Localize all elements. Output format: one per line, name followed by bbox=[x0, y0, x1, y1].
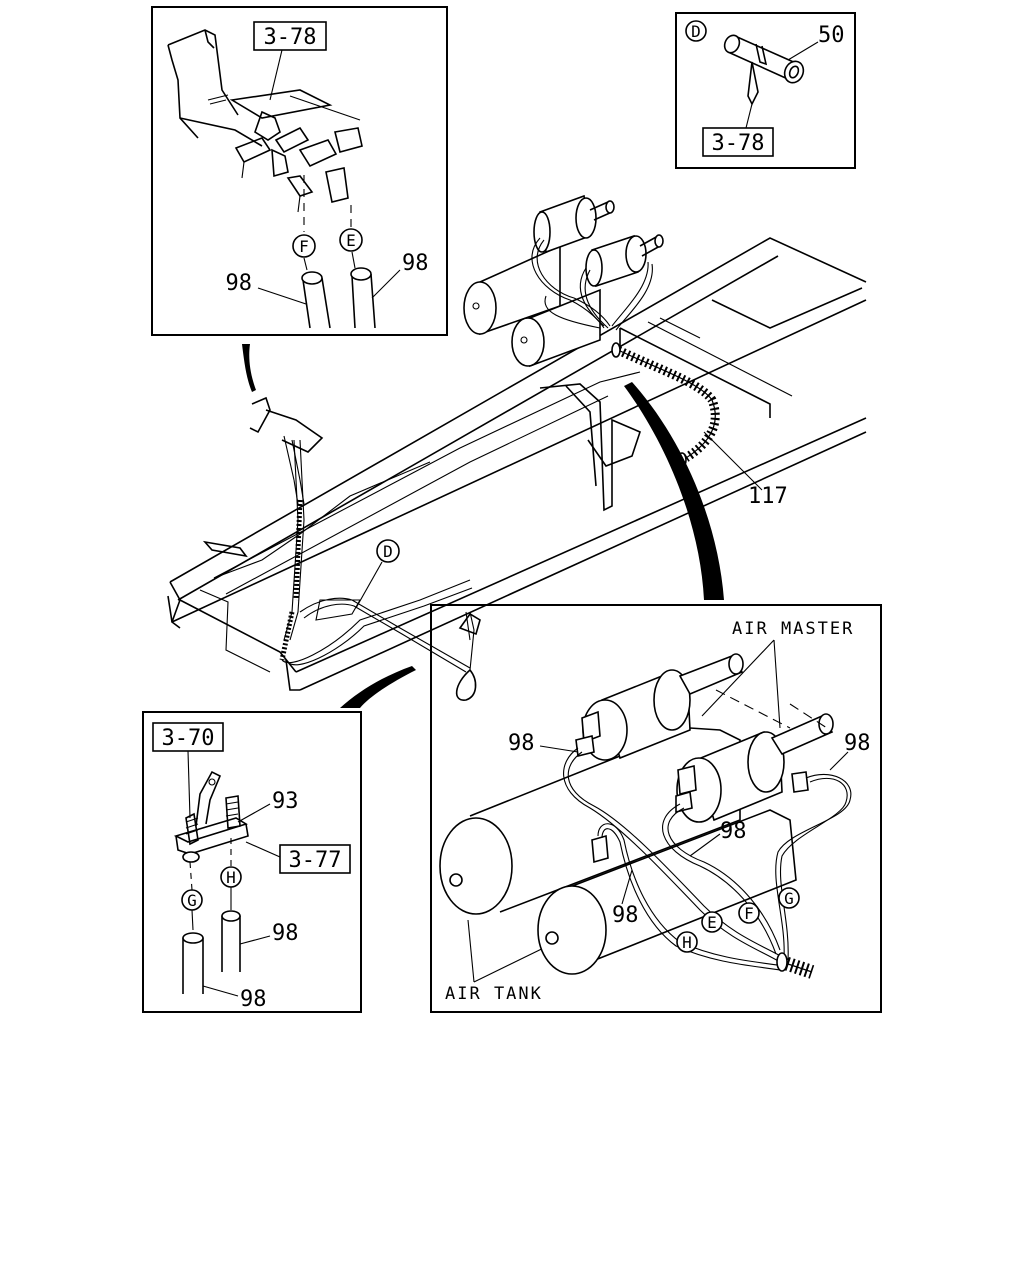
top-left-detail-panel: F E 3-78 98 98 bbox=[151, 6, 448, 336]
marker-f-right-label: F bbox=[744, 904, 754, 923]
chassis-frame bbox=[167, 237, 867, 691]
marker-g-right-label: G bbox=[784, 889, 794, 908]
bottom-right-detail-panel: AIR MASTER AIR TANK bbox=[430, 604, 882, 1013]
part-93-label: 93 bbox=[272, 789, 299, 814]
part-98-label-b: 98 bbox=[402, 251, 429, 276]
part-98-label-e: 98 bbox=[508, 731, 535, 756]
part-98-label-g: 98 bbox=[720, 819, 747, 844]
ref-box-3-78-d bbox=[702, 127, 774, 157]
marker-g-left-label: G bbox=[187, 891, 197, 910]
arrow-to-right-detail bbox=[624, 382, 724, 600]
marker-d-main-label: D bbox=[383, 542, 393, 561]
ref-box-3-77 bbox=[279, 844, 351, 874]
marker-d-main bbox=[376, 539, 400, 563]
part-98-label-c: 98 bbox=[272, 921, 299, 946]
pipe-f-top bbox=[301, 271, 331, 329]
air-lines-detail bbox=[563, 747, 852, 979]
ref-3-70: 3-70 bbox=[162, 726, 215, 751]
ref-3-78-top: 3-78 bbox=[264, 25, 317, 50]
marker-f-top bbox=[292, 234, 316, 258]
marker-f-right bbox=[738, 902, 760, 924]
marker-f-top-label: F bbox=[299, 237, 309, 256]
part-117-label: 117 bbox=[748, 484, 788, 509]
marker-g-right bbox=[778, 887, 800, 909]
bottom-left-detail-panel: 3-70 G H 93 3-77 98 98 bbox=[142, 711, 362, 1013]
part-98-label-h: 98 bbox=[612, 903, 639, 928]
marker-h-left-label: H bbox=[226, 868, 236, 887]
part-98-label-f: 98 bbox=[844, 731, 871, 756]
marker-h-right-label: H bbox=[682, 933, 692, 952]
marker-d-detail-label: D bbox=[691, 22, 701, 41]
marker-e-top bbox=[339, 228, 363, 252]
marker-e-top-label: E bbox=[346, 231, 356, 250]
arrow-to-left-detail bbox=[340, 666, 416, 708]
detail-d-panel: D 50 3-78 bbox=[675, 12, 856, 169]
ref-3-78-d: 3-78 bbox=[712, 131, 765, 156]
marker-h-right bbox=[676, 931, 698, 953]
air-tank-caption: AIR TANK bbox=[445, 984, 543, 1004]
bracket-drawing bbox=[167, 29, 363, 232]
part-98-label-a: 98 bbox=[226, 271, 253, 296]
marker-e-right bbox=[701, 911, 723, 933]
air-masters-main bbox=[531, 194, 664, 331]
marker-e-right-label: E bbox=[707, 913, 717, 932]
air-lines-frame bbox=[249, 396, 481, 701]
part-98-label-d: 98 bbox=[240, 987, 267, 1012]
air-master-caption: AIR MASTER bbox=[732, 619, 854, 639]
part-50-label: 50 bbox=[818, 23, 845, 48]
pipe-e-top bbox=[350, 267, 376, 329]
ref-3-77: 3-77 bbox=[289, 848, 342, 873]
ref-box-3-78-top bbox=[253, 21, 327, 51]
arrow-to-top-detail bbox=[242, 344, 256, 392]
marker-d-detail bbox=[685, 20, 707, 42]
air-tanks-main bbox=[463, 244, 601, 368]
